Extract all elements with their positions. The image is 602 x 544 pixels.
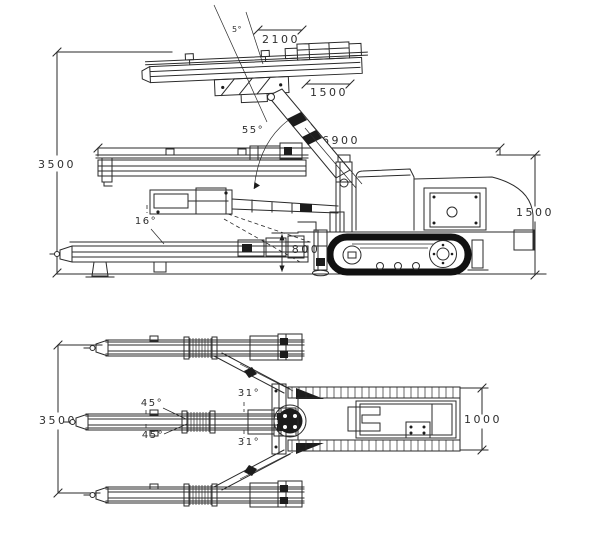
dimension-overall-length: 6900 (93, 134, 505, 157)
operator-console (297, 211, 345, 233)
dimension-top-2100: 2100 (253, 25, 307, 46)
slew-mount (277, 408, 303, 434)
dimension-rear-height: 1500 (496, 150, 554, 280)
plan-upper-feed (83, 333, 305, 394)
dim-label-3500-side: 3500 (38, 158, 76, 171)
track-roller (394, 262, 402, 270)
jack-foot (312, 269, 329, 277)
access-panel (405, 421, 431, 439)
drifter-block (242, 244, 252, 252)
lower-drill-feed (49, 235, 311, 278)
drifter (249, 333, 303, 361)
dim-label-1000: 1000 (464, 413, 502, 426)
slew-mount-ring (273, 404, 307, 438)
crawler-track (326, 233, 472, 276)
dim-label-1500-rear: 1500 (516, 206, 554, 219)
dim-label-2100: 2100 (262, 33, 300, 46)
dimension-overall-width: 3500 (39, 340, 103, 498)
raised-drill-feed (141, 41, 368, 104)
plan-carrier-body (271, 383, 461, 455)
plan-middle-feed (63, 407, 297, 437)
dim-label-1500-feed: 1500 (310, 86, 348, 99)
feed-tip (69, 419, 76, 425)
feed-tip (89, 345, 96, 351)
rear-jack (467, 239, 489, 271)
dim-label-6900: 6900 (322, 134, 360, 147)
bolt-dot (279, 83, 283, 87)
drifter (247, 407, 297, 437)
side-elevation-view: 3500 6900 1500 800 2100 1500 (38, 4, 554, 280)
support-jacks (312, 229, 489, 277)
angle-label-45-upper: 45° (141, 398, 163, 409)
dimension-carrier-width: 1000 (459, 383, 502, 455)
track-roller (376, 262, 384, 270)
dimension-feed-1500: 1500 (301, 79, 355, 99)
panel-port (446, 206, 458, 218)
plan-lower-feed (83, 449, 305, 508)
drifter (249, 480, 303, 508)
dim-label-800: 800 (292, 243, 321, 256)
bolt-dot (156, 210, 160, 214)
bolt-dot (224, 191, 228, 195)
bolt-dot (221, 85, 225, 90)
angle-label-45-lower: 45° (142, 430, 164, 441)
boom-pivot (339, 178, 349, 188)
drifter-block (284, 147, 292, 155)
canopy (355, 168, 415, 231)
bellows-hatch (187, 412, 210, 432)
plan-angle-labels: 45° 45° 31° 31° (141, 388, 260, 448)
side-panel (423, 187, 487, 231)
track-roller (412, 262, 420, 270)
angle-label-31-lower: 31° (238, 437, 260, 448)
carrier-body (297, 154, 535, 251)
engine-detail (347, 406, 381, 432)
drive-sprocket (429, 240, 457, 268)
angle-label-31-upper: 31° (238, 388, 260, 399)
feed-tilt-centerlines: 5° (213, 4, 268, 123)
boom-raised (267, 88, 363, 189)
engine-box (355, 400, 457, 439)
angle-label-55: 55° (242, 125, 264, 136)
idler-wheel (342, 245, 362, 265)
dim-label-3500-plan: 3500 (39, 414, 77, 427)
bellows-hatch (189, 338, 212, 358)
feed-tip (54, 251, 60, 257)
middle-drill-feed (95, 142, 339, 215)
plan-view: 3500 (39, 333, 502, 508)
dimension-overall-height: 3500 (38, 47, 173, 278)
bellows-hatch (189, 485, 212, 505)
feed-pivot (267, 93, 275, 101)
body-outline (297, 397, 461, 441)
feed-tip (89, 492, 96, 498)
angle-label-16: 16° (135, 216, 157, 227)
angle-label-5: 5° (232, 25, 242, 34)
